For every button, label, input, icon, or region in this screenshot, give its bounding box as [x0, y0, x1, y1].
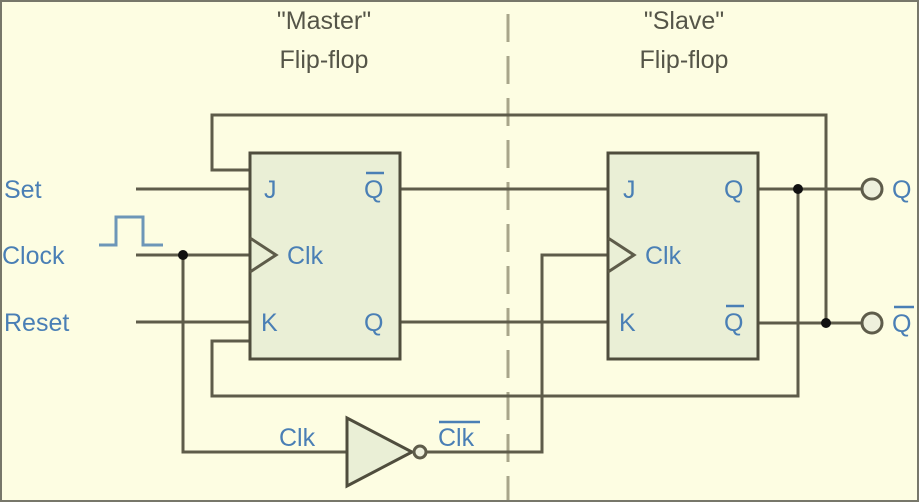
q-junction-dot: [793, 184, 803, 194]
slave-title-line2: Flip-flop: [640, 46, 729, 74]
master-clk-label: Clk: [287, 242, 324, 270]
slave-clk-label: Clk: [645, 242, 682, 270]
qbar-junction-dot: [821, 318, 831, 328]
inverted-clock-wire: [427, 253, 608, 454]
feedback-wire-qbar-to-master-k: [210, 189, 800, 398]
master-qbar-label: Q: [364, 176, 383, 204]
clock-label: Clock: [2, 242, 65, 270]
inverter-output-clk-bar-label: Clk: [438, 424, 475, 452]
reset-label: Reset: [4, 309, 69, 337]
clock-junction-dot: [178, 250, 188, 260]
master-k-label: K: [261, 309, 278, 337]
slave-clock-edge-icon: [607, 236, 637, 274]
master-title-line2: Flip-flop: [280, 46, 369, 74]
master-q-label: Q: [364, 309, 383, 337]
clock-branch-wire: [181, 255, 347, 454]
slave-qbar-label: Q: [724, 309, 743, 337]
set-label: Set: [4, 176, 42, 204]
inverter-gate: [345, 415, 416, 489]
slave-q-label: Q: [724, 176, 743, 204]
master-clock-edge-icon: [249, 236, 279, 274]
q-output-terminal: [860, 177, 884, 201]
qbar-output-label: Q: [892, 310, 911, 338]
feedback-wire-q-to-master-j: [210, 113, 828, 323]
master-title-line1: "Master": [277, 7, 371, 35]
inverter-input-clk-label: Clk: [279, 424, 316, 452]
clock-pulse-icon: [99, 215, 163, 247]
slave-j-label: J: [623, 176, 636, 204]
master-j-label: J: [264, 176, 277, 204]
qbar-output-terminal: [860, 311, 884, 335]
slave-title-line1: "Slave": [644, 7, 724, 35]
inverter-bubble: [412, 444, 428, 460]
q-output-label: Q: [892, 176, 911, 204]
slave-k-label: K: [619, 309, 636, 337]
